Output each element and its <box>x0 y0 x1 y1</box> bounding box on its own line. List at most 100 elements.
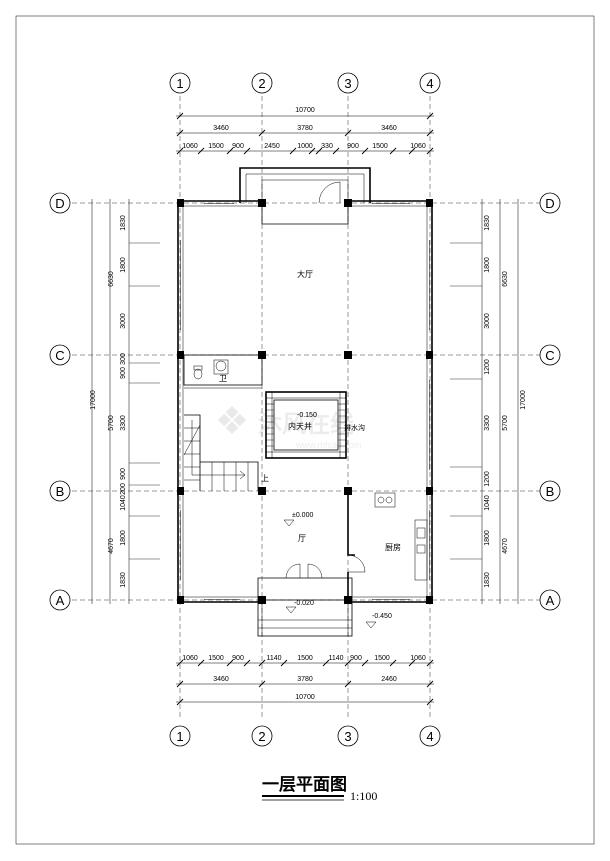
axis-bubbles-bottom: 1 2 3 4 <box>169 725 441 747</box>
dimension-right: 1830 1800 3000 1200 3300 1200 1040 1800 … <box>450 199 527 604</box>
elevation-entry: -0.020 <box>294 600 314 607</box>
dim-left-detail-1: 1830 <box>120 215 127 231</box>
dim-left-detail-10: 1800 <box>120 530 127 546</box>
dim-right-total: 17000 <box>520 390 527 410</box>
dim-right-detail-9: 1830 <box>484 572 491 588</box>
dim-left-detail-2: 1800 <box>120 257 127 273</box>
room-label-living: 厅 <box>298 534 306 543</box>
dim-bottom-detail-6: 1140 <box>328 655 343 662</box>
dim-bottom-detail-5: 1500 <box>297 655 313 662</box>
axis-bubbles-top: 1 2 3 4 <box>169 72 441 94</box>
dim-top-detail-3: 900 <box>232 143 244 150</box>
dim-right-detail-2: 1800 <box>484 257 491 273</box>
dim-right-detail-6: 1200 <box>484 471 491 487</box>
elevation-living: ±0.000 <box>292 512 313 519</box>
dim-bottom-detail-1: 1060 <box>182 655 198 662</box>
dim-top-detail-4: 2450 <box>264 143 280 150</box>
axis-label-2-bottom: 2 <box>258 729 265 744</box>
living-room: ±0.000 厅 <box>283 512 313 543</box>
dim-right-detail-1: 1830 <box>484 215 491 231</box>
dim-top-total: 10700 <box>295 107 315 114</box>
dim-bottom-detail-2: 1500 <box>208 655 224 662</box>
stair-up-label: 上 <box>261 474 269 483</box>
dim-bottom-detail-4: 1140 <box>266 655 281 662</box>
courtyard: -0.150 内天井 排水沟 <box>265 391 365 459</box>
axis-label-4-bottom: 4 <box>426 729 433 744</box>
dim-left-mid-3: 4670 <box>108 538 115 554</box>
dim-bottom-mid-1: 3460 <box>213 676 229 683</box>
axis-label-C-left: C <box>55 348 64 363</box>
axis-label-1-top: 1 <box>176 76 183 91</box>
dimension-top: 10700 3460 3780 3460 1060 1500 900 2450 … <box>176 107 434 155</box>
dim-left-detail-7: 900 <box>120 468 127 480</box>
dim-bottom-mid-2: 3780 <box>297 676 313 683</box>
dim-left-mid-1: 6630 <box>108 271 115 287</box>
axis-label-B-left: B <box>56 484 65 499</box>
dim-left-detail-3: 3000 <box>120 313 127 329</box>
dim-bottom-detail-9: 1060 <box>410 655 426 662</box>
dim-left-detail-11: 1830 <box>120 572 127 588</box>
dim-top-detail-5: 1000 <box>297 143 313 150</box>
dim-left-detail-6: 3300 <box>120 415 127 431</box>
dim-left-detail-9: 1040 <box>120 495 127 511</box>
dim-left-detail-8: 200 <box>120 483 127 495</box>
elevation-outside: -0.450 <box>372 613 392 620</box>
dim-left-detail-4: 300 <box>120 353 127 365</box>
dimension-bottom: 1060 1500 900 1140 1500 1140 900 1500 10… <box>176 655 434 706</box>
axis-label-C-right: C <box>545 348 554 363</box>
room-label-wc: 卫 <box>219 374 227 383</box>
hall: 大厅 <box>297 269 352 359</box>
dim-right-detail-5: 3300 <box>484 415 491 431</box>
drawing-title: 一层平面图 <box>262 775 347 794</box>
dim-top-detail-9: 1060 <box>410 143 426 150</box>
dim-top-detail-7: 900 <box>347 143 359 150</box>
dim-left-total: 17000 <box>90 390 97 410</box>
axis-label-1-bottom: 1 <box>176 729 183 744</box>
wc-room: 卫 <box>183 354 263 389</box>
axis-label-3-bottom: 3 <box>344 729 351 744</box>
dim-bottom-detail-7: 900 <box>350 655 362 662</box>
room-label-hall: 大厅 <box>297 269 313 279</box>
elevation-courtyard: -0.150 <box>297 412 317 419</box>
axis-lines <box>72 96 540 720</box>
watermark-sub: www.mfcad.com <box>295 440 362 450</box>
dim-right-mid-2: 5700 <box>502 415 509 431</box>
sheet-border <box>15 15 595 845</box>
north-bay <box>239 167 371 225</box>
dim-top-detail-6: 330 <box>321 143 333 150</box>
dim-top-detail-8: 1500 <box>372 143 388 150</box>
dim-top-mid-2: 3780 <box>297 125 313 132</box>
room-label-drain: 排水沟 <box>344 423 365 432</box>
axis-label-A-right: A <box>546 593 555 608</box>
axis-label-3-top: 3 <box>344 76 351 91</box>
axis-label-4-top: 4 <box>426 76 433 91</box>
stair: 上 <box>183 414 269 491</box>
room-label-courtyard: 内天井 <box>288 421 312 431</box>
dim-top-detail-1: 1060 <box>182 143 198 150</box>
dim-right-detail-3: 3000 <box>484 313 491 329</box>
axis-label-D-right: D <box>545 196 554 211</box>
axis-label-B-right: B <box>546 484 555 499</box>
dim-right-detail-4: 1200 <box>484 359 491 375</box>
axis-label-A-left: A <box>56 593 65 608</box>
dim-bottom-detail-8: 1500 <box>374 655 390 662</box>
axis-label-2-top: 2 <box>258 76 265 91</box>
title-block: 一层平面图 1:100 <box>262 775 377 803</box>
axis-label-D-left: D <box>55 196 64 211</box>
room-label-kitchen: 厨房 <box>385 542 401 552</box>
dim-right-detail-7: 1040 <box>484 495 491 511</box>
drawing-scale: 1:100 <box>350 789 377 803</box>
dimension-left: 17000 6630 5700 4670 1830 1800 3000 300 … <box>90 199 160 604</box>
dim-right-mid-3: 4670 <box>502 538 509 554</box>
dim-bottom-mid-3: 2460 <box>381 676 397 683</box>
dim-left-mid-2: 5700 <box>108 415 115 431</box>
south-entrance: -0.020 -0.450 <box>257 563 392 637</box>
dim-right-detail-8: 1800 <box>484 530 491 546</box>
axis-bubbles-right: D C B A <box>539 192 561 611</box>
dim-top-detail-2: 1500 <box>208 143 224 150</box>
dim-bottom-detail-3: 900 <box>232 655 244 662</box>
dim-bottom-total: 10700 <box>295 694 315 701</box>
kitchen: 厨房 <box>347 491 428 600</box>
dim-top-mid-1: 3460 <box>213 125 229 132</box>
